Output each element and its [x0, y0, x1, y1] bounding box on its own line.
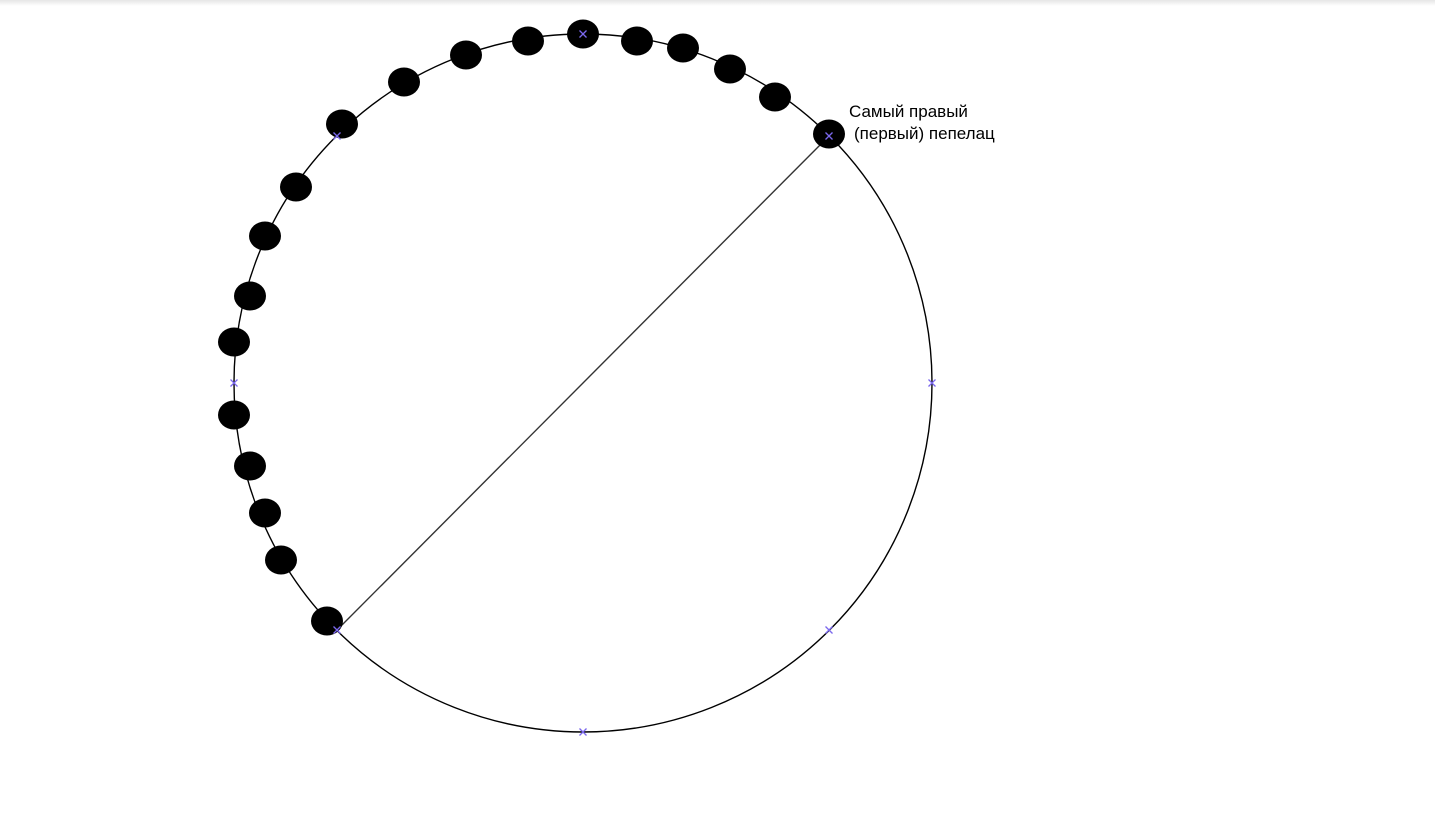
- ship-dot: [280, 172, 312, 202]
- ship-dot: [218, 400, 250, 430]
- cross-marker: [333, 132, 341, 140]
- ship-dot: [621, 26, 653, 56]
- markers-group: [230, 30, 936, 736]
- ship-dot: [265, 545, 297, 575]
- cross-marker: [579, 30, 587, 38]
- cross-marker: [579, 728, 587, 736]
- dots-group: [218, 19, 845, 636]
- ship-dot: [326, 109, 358, 139]
- top-shadow: [0, 0, 1435, 6]
- diameter-line: [336, 135, 830, 631]
- ship-dot: [234, 451, 266, 481]
- ship-dot: [714, 54, 746, 84]
- cross-marker: [825, 132, 833, 140]
- cross-marker: [825, 626, 833, 634]
- ship-dot: [512, 26, 544, 56]
- ship-dot: [667, 33, 699, 63]
- first-ship-dot: [813, 119, 845, 149]
- first-ship-label-line1: Самый правый: [849, 102, 968, 121]
- first-ship-label-line2: (первый) пепелац: [854, 124, 995, 143]
- ship-dot: [249, 221, 281, 251]
- ship-dot: [759, 82, 791, 112]
- cross-marker: [333, 626, 341, 634]
- ship-dot: [234, 281, 266, 311]
- ship-dot: [218, 327, 250, 357]
- cross-marker: [230, 379, 238, 387]
- ship-dot: [388, 67, 420, 97]
- cross-marker: [928, 379, 936, 387]
- ship-dot: [249, 498, 281, 528]
- ship-dot: [450, 40, 482, 70]
